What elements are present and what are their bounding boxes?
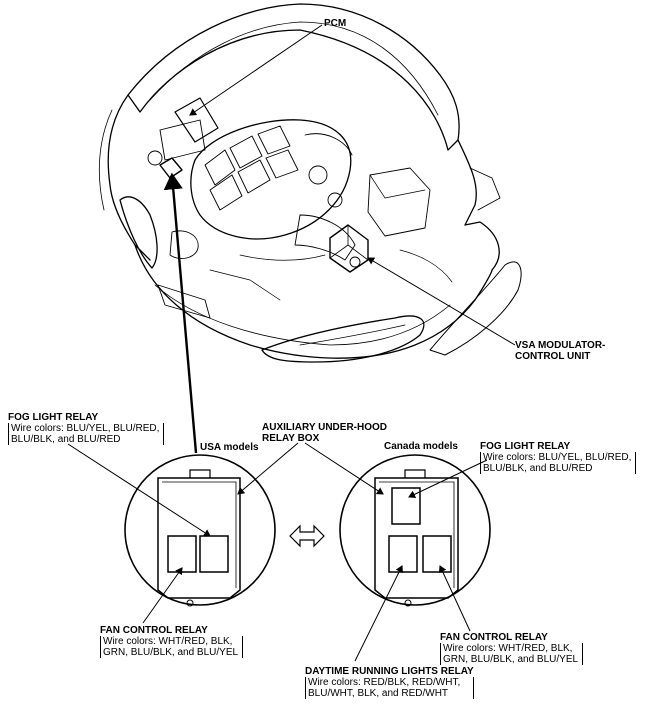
aux-leader-usa — [237, 442, 299, 495]
fan-usa-callout: FAN CONTROL RELAY Wire colors: WHT/RED, … — [100, 625, 244, 658]
left-headlight — [119, 196, 158, 269]
fog-canada-wires: Wire colors: BLU/YEL, BLU/RED, BLU/BLK, … — [480, 452, 637, 474]
fog-usa-wires-line2: BLU/BLK, and BLU/RED — [11, 434, 121, 445]
drl-callout: DAYTIME RUNNING LIGHTS RELAY Wire colors… — [305, 666, 474, 699]
fan-usa-wires: Wire colors: WHT/RED, BLK, GRN, BLU/BLK,… — [100, 636, 244, 658]
usa-detail-circle — [124, 454, 276, 606]
grille — [157, 284, 211, 319]
fan-usa-title: FAN CONTROL RELAY — [100, 625, 208, 636]
pcm-unit — [174, 97, 219, 143]
drl-leader — [354, 565, 403, 662]
aux-label-line1: AUXILIARY UNDER-HOOD — [262, 422, 388, 433]
front-bumper — [134, 244, 493, 359]
fog-usa-title: FOG LIGHT RELAY — [8, 412, 99, 423]
pcm-label: PCM — [324, 18, 347, 29]
canada-detail-circle — [339, 454, 491, 606]
engine-cover — [190, 119, 352, 240]
canada-fog-light-relay — [391, 487, 421, 525]
vsa-leader — [367, 257, 516, 346]
fog-usa-callout: FOG LIGHT RELAY Wire colors: BLU/YEL, BL… — [8, 412, 165, 445]
usa-models-label: USA models — [200, 442, 259, 453]
fog-usa-leader — [67, 443, 211, 537]
fog-usa-wires: Wire colors: BLU/YEL, BLU/RED, BLU/BLK, … — [8, 423, 165, 445]
drl-wires-line2: BLU/WHT, BLK, and RED/WHT — [308, 688, 449, 699]
fog-canada-wires-line1: Wire colors: BLU/YEL, BLU/RED, — [483, 452, 632, 463]
fog-canada-callout: FOG LIGHT RELAY Wire colors: BLU/YEL, BL… — [480, 441, 637, 474]
vsa-label-line2: CONTROL UNIT — [515, 351, 591, 362]
aux-relay-box-label: AUXILIARY UNDER-HOOD RELAY BOX — [262, 422, 387, 444]
drl-wires-line1: Wire colors: RED/BLK, RED/WHT, — [308, 677, 461, 688]
usa-relay-box-detail — [124, 454, 276, 607]
drl-wires: Wire colors: RED/BLK, RED/WHT, BLU/WHT, … — [305, 677, 474, 699]
drl-title: DAYTIME RUNNING LIGHTS RELAY — [305, 666, 474, 677]
canada-fan-control-relay — [422, 535, 452, 573]
fan-canada-leader — [438, 565, 471, 632]
usa-fan-control-relay — [167, 535, 197, 573]
fan-canada-wires-line2: GRN, BLU/BLK, and BLU/YEL — [443, 654, 579, 665]
right-fender — [457, 139, 500, 271]
right-headlight — [261, 315, 425, 363]
aux-leader-canada — [304, 442, 384, 495]
aux-relay-box-on-vehicle — [159, 157, 183, 179]
aux-label-line2: RELAY BOX — [262, 433, 320, 444]
vsa-modulator-unit — [329, 224, 369, 273]
fog-canada-wires-line2: BLU/BLK, and BLU/RED — [483, 463, 593, 474]
vehicle-illustration — [98, 3, 522, 363]
canada-drl-relay — [388, 535, 418, 573]
hood — [127, 3, 460, 151]
fog-usa-wires-line1: Wire colors: BLU/YEL, BLU/RED, — [11, 423, 160, 434]
relay-box-leader — [163, 172, 198, 454]
vsa-label: VSA MODULATOR- CONTROL UNIT — [515, 340, 605, 362]
fan-canada-wires-line1: Wire colors: WHT/RED, BLK, — [443, 643, 573, 654]
canada-models-label: Canada models — [384, 441, 458, 452]
left-fender — [107, 94, 151, 261]
canada-relay-box-detail — [339, 454, 491, 607]
fan-usa-wires-line2: GRN, BLU/BLK, and BLU/YEL — [103, 647, 239, 658]
fan-canada-title: FAN CONTROL RELAY — [440, 632, 548, 643]
fan-canada-wires: Wire colors: WHT/RED, BLK, GRN, BLU/BLK,… — [440, 643, 584, 665]
usa-relay-box-outline — [157, 477, 241, 599]
vsa-label-line1: VSA MODULATOR- — [515, 340, 606, 351]
fan-canada-callout: FAN CONTROL RELAY Wire colors: WHT/RED, … — [440, 632, 584, 665]
usa-fog-light-relay — [199, 535, 229, 573]
double-headed-arrow-icon — [289, 524, 325, 548]
canada-relay-box-outline — [374, 477, 459, 599]
fog-canada-title: FOG LIGHT RELAY — [480, 441, 571, 452]
pcm-leader — [189, 24, 323, 116]
fan-usa-wires-line1: Wire colors: WHT/RED, BLK, — [103, 636, 233, 647]
